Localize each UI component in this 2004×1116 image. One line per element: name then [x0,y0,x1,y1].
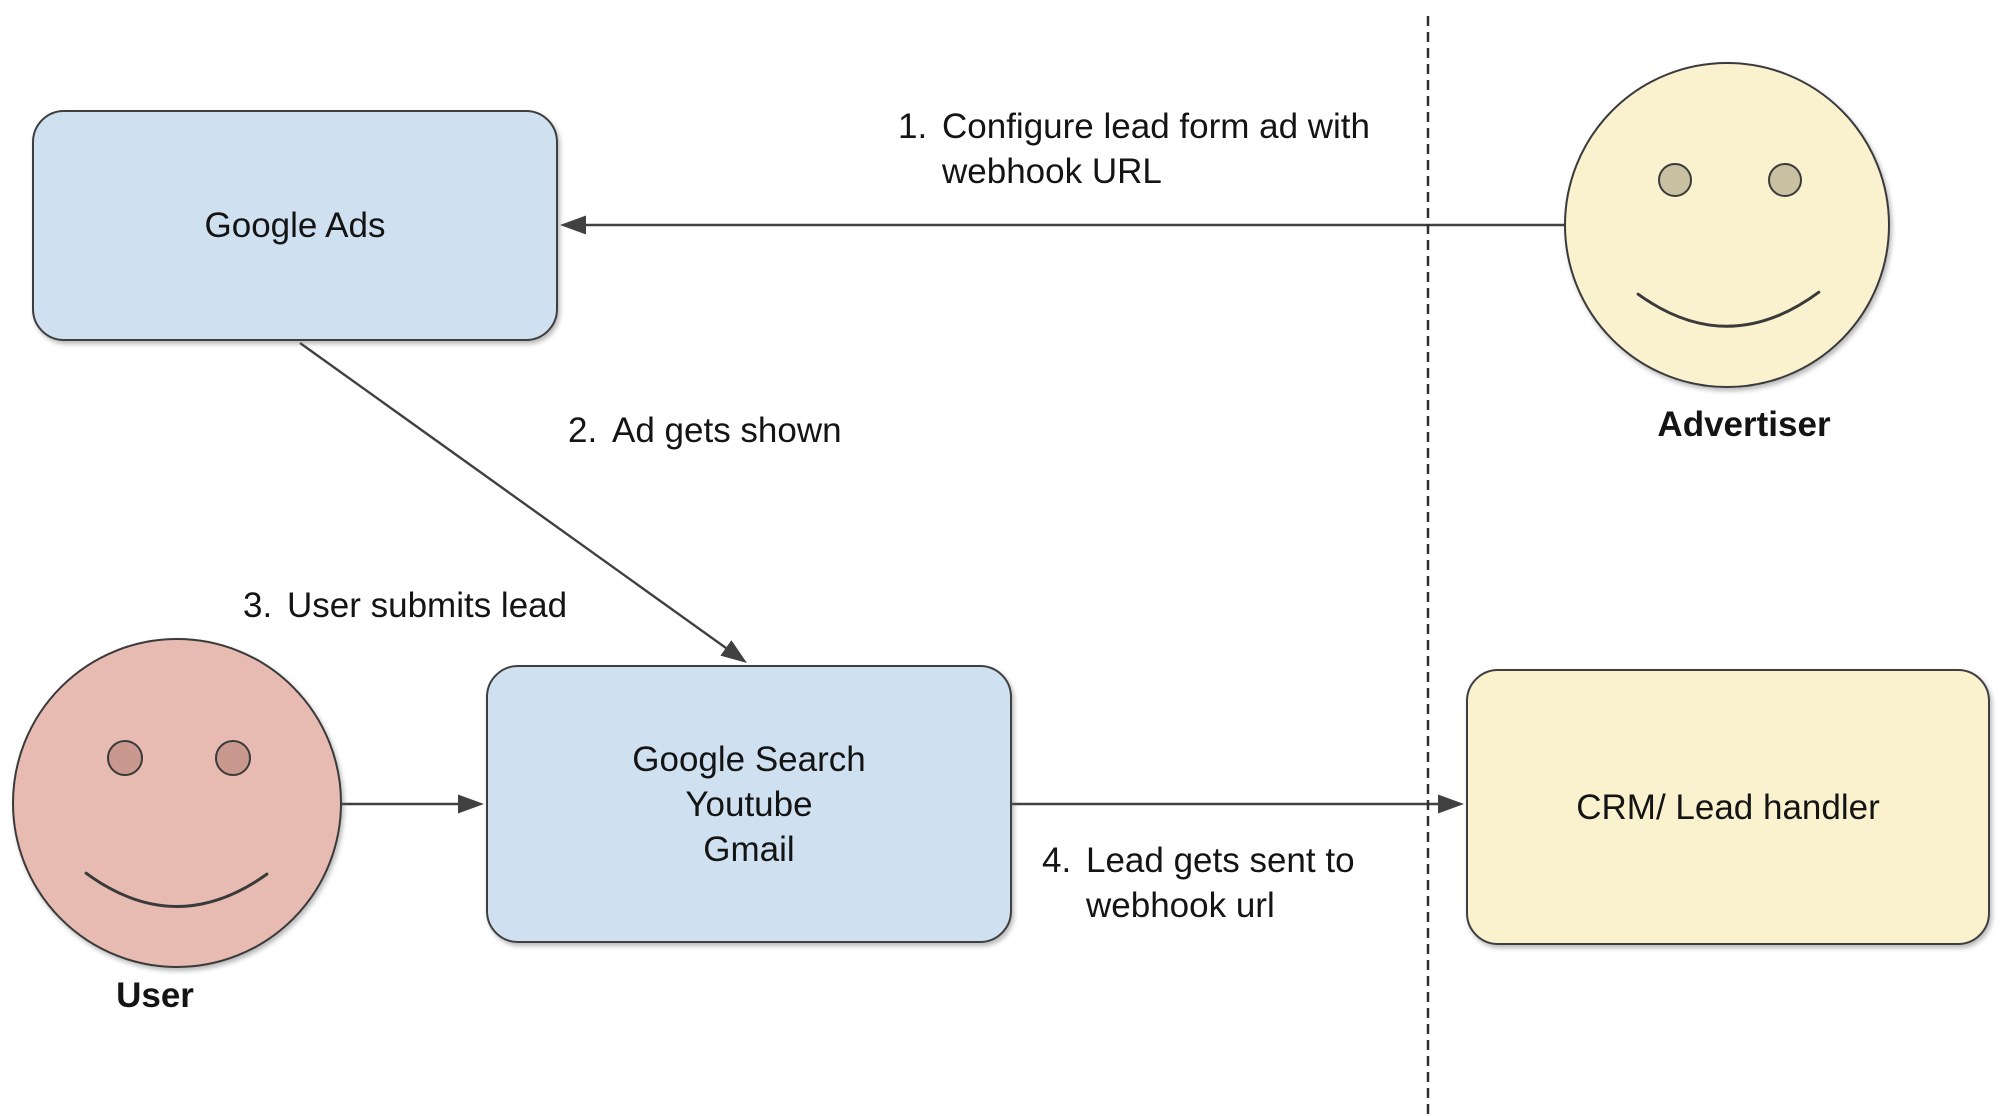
step-3-text: User submits lead [287,583,567,628]
step-2-number: 2. [568,411,598,450]
google-surfaces-label: Google Search Youtube Gmail [632,737,865,872]
arrowhead-left-icon [560,215,586,235]
left-eye-icon [1658,163,1692,197]
step-1-number: 1. [898,107,928,146]
arrowhead-right-icon [1438,794,1464,814]
step-1-line1: Configure lead form ad with [942,107,1370,146]
right-eye-icon [1768,163,1802,197]
left-eye-icon [107,740,143,776]
google-ads-node: Google Ads [32,110,558,341]
step-4-label: 4. Lead gets sent to webhook url [1042,838,1355,928]
step-1-line2: webhook URL [942,152,1162,191]
google-surfaces-node: Google Search Youtube Gmail [486,665,1012,943]
google-ads-label: Google Ads [204,206,386,245]
step-3-line1: User submits lead [287,586,568,625]
step-1-text: Configure lead form ad with webhook URL [942,104,1370,194]
step-4-line1: Lead gets sent to [1086,841,1355,880]
right-eye-icon [215,740,251,776]
step-2-label: 2. Ad gets shown [568,408,842,453]
step-4-text: Lead gets sent to webhook url [1086,838,1355,928]
step-4-number: 4. [1042,841,1072,880]
arrowhead-right-icon [458,794,484,814]
surface-youtube: Youtube [685,784,813,824]
step-2-line1: Ad gets shown [612,411,842,450]
surface-gmail: Gmail [703,829,795,869]
step-4-line2: webhook url [1086,886,1275,925]
advertiser-face [1564,62,1890,388]
smile-icon [1636,290,1821,328]
user-label: User [116,976,194,1015]
arrowhead-diagonal-icon [720,640,747,663]
crm-label: CRM/ Lead handler [1576,787,1880,827]
smile-icon [84,871,269,908]
step-3-label: 3. User submits lead [243,583,567,628]
step-3-number: 3. [243,586,273,625]
advertiser-label: Advertiser [1657,405,1831,444]
surface-google-search: Google Search [632,739,866,779]
step-1-label: 1. Configure lead form ad with webhook U… [898,104,1370,194]
crm-node: CRM/ Lead handler [1466,669,1990,945]
step-2-text: Ad gets shown [612,408,842,453]
user-face [12,638,342,968]
